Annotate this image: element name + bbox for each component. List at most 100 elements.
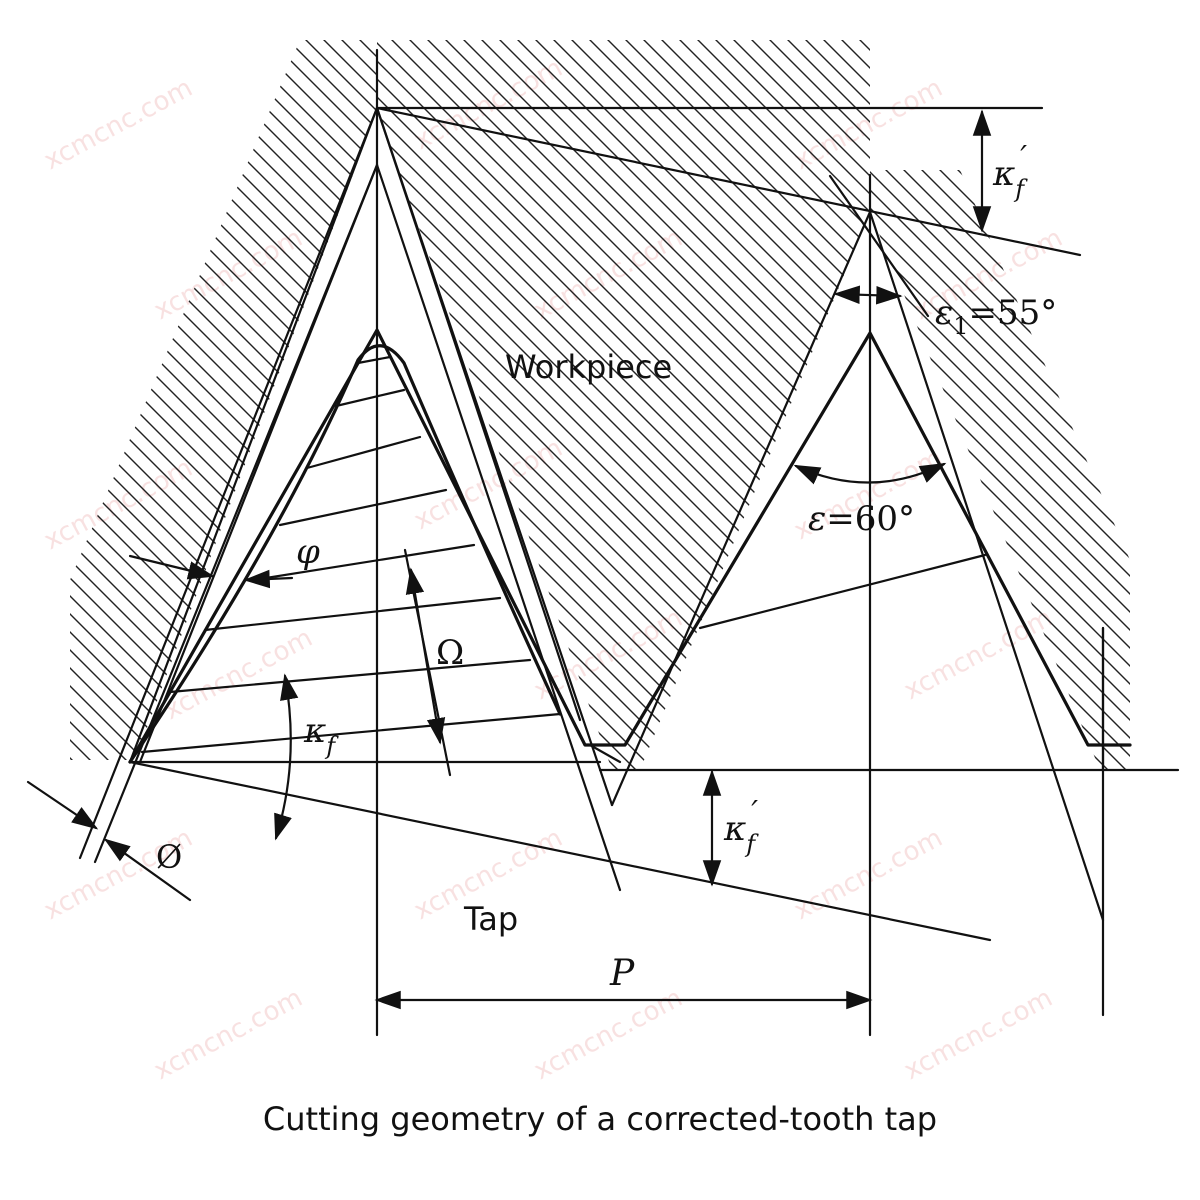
hatch-line [241,40,377,760]
epsilon-value: =60° [826,499,915,539]
hatch-line [1045,170,1130,770]
kf-subscript: f [324,732,339,760]
workpiece-label: Workpiece [505,348,672,386]
epsilon-label: ε=60° [808,499,915,539]
hatch-line [70,40,377,760]
epsilon1-label: ε1=55° [935,293,1057,340]
omega-dimension: Ω [403,548,464,777]
hatch-line [151,40,377,760]
hatch-line [70,40,377,760]
hatch-line [870,170,1130,770]
hatch-line [70,40,377,760]
hatch-line [507,40,870,770]
diameter-dimension: Ø [26,780,192,902]
workpiece-thread-profile [128,328,1132,764]
hatch-line [377,40,870,770]
hatch-line [70,40,377,760]
epsilon1-symbol: ε [935,293,953,333]
hatch-line [187,40,377,760]
hatch-line [813,40,870,770]
watermark-text: xcmcnc.com [149,223,307,326]
watermark-text: xcmcnc.com [789,73,947,176]
hatch-line [561,40,870,770]
hatch-line [1099,170,1130,770]
hatch-line [705,40,870,770]
hatch-line [70,40,275,760]
hatch-line [377,40,870,770]
hatch-line [70,40,203,760]
watermark-text: xcmcnc.com [529,983,687,1086]
watermark-text: xcmcnc.com [789,823,947,926]
hatch-line [377,40,870,770]
hatch-line [883,170,1130,770]
hatch-line [870,170,1130,770]
watermark-text: xcmcnc.com [409,53,567,156]
hatch-line [377,40,870,770]
hatch-line [543,40,870,770]
hatch-line [377,40,721,770]
hatch-line [205,40,377,760]
kf-prime-top-dimension: κf′ [972,109,1028,233]
watermark-text: xcmcnc.com [39,453,197,556]
hatch-line [669,40,870,770]
hatch-line [870,170,1130,770]
hatch-line [1081,170,1130,770]
epsilon1-value: =55° [969,293,1058,333]
hatch-line [70,40,221,760]
watermark-text: xcmcnc.com [899,983,1057,1086]
thread-profile-lines [78,48,1180,1037]
hatch-line [831,40,870,770]
hatch-line [70,40,377,760]
diameter-label: Ø [156,838,182,876]
hatch-line [870,170,1130,770]
lower-slope-line [128,760,992,942]
hatch-line [70,40,377,760]
epsilon-dimension: ε=60° [793,462,947,539]
kf-prime-top-prime: ′ [1020,140,1027,175]
tap-label: Tap [463,900,518,938]
kf-prime-middle-symbol: κ [723,809,746,849]
hatch-line [70,40,377,760]
watermark-text: xcmcnc.com [899,603,1057,706]
hatch-line [223,40,377,760]
omega-label: Ω [436,633,464,673]
hatch-line [870,170,1130,770]
hatch-line [70,40,377,760]
phi-dimension: φ [128,532,320,589]
hatch-line [1117,170,1130,770]
hatch-line [723,40,870,770]
hatch-line [870,170,1130,770]
hatch-line [377,40,739,770]
hatch-line [70,40,377,760]
watermark-text: xcmcnc.com [149,983,307,1086]
hatch-line [525,40,870,770]
hatch-line [615,40,870,770]
hatch-line [0,30,40,800]
hatch-line [870,170,887,770]
watermark-text: xcmcnc.com [39,73,197,176]
hatch-line [579,40,870,770]
hatch-line [937,170,1130,770]
hatch-line [870,170,1130,770]
hatch-line [870,170,1130,770]
hatch-line [1063,170,1130,770]
kf-prime-top-subscript: f [1013,175,1028,203]
hatch-line [399,40,870,770]
epsilon-symbol: ε [808,499,826,539]
epsilon1-dimension: ε1=55° [828,174,1057,340]
hatch-line [870,170,923,770]
kf-prime-middle-prime: ′ [751,795,758,830]
hatch-line [381,40,870,770]
hatch-line [70,40,239,760]
watermark-text: xcmcnc.com [159,623,317,726]
hatch-line [377,40,870,770]
hatch-line [870,170,1130,770]
hatch-line [377,40,870,770]
tooth-layer-lines [140,355,562,754]
kf-prime-middle-dimension: κf′ [702,769,759,887]
hatch-line [870,170,1130,770]
hatch-line [169,40,377,760]
pitch-label: P [609,953,635,994]
hatch-line [870,170,905,770]
